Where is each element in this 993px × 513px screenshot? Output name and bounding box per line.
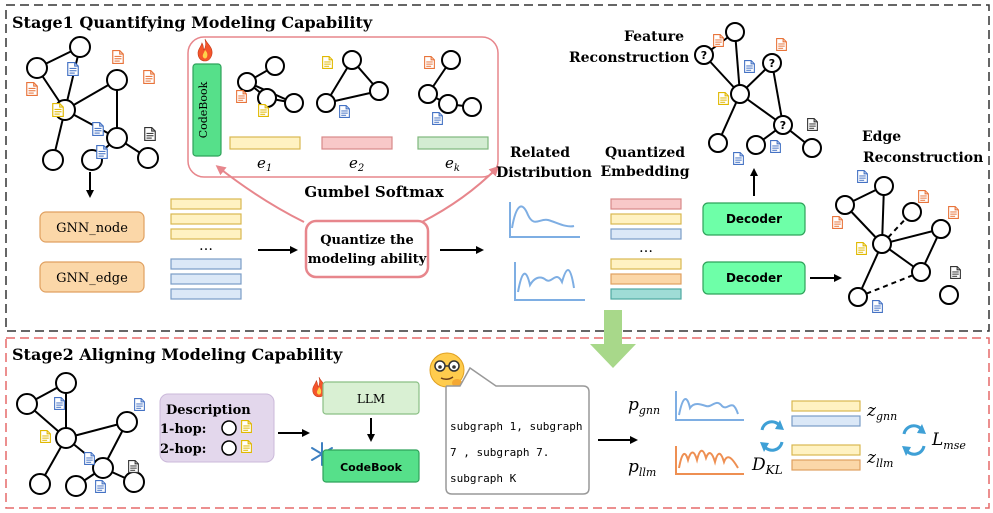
related-line2: Distribution [496, 165, 592, 181]
code-label-ek: ek [445, 154, 460, 174]
feature-recon-graph [703, 31, 813, 149]
hop1-label: 1-hop: [160, 422, 206, 437]
distribution-curve-1 [509, 202, 580, 238]
code-graph-e1 [236, 56, 304, 117]
question-icon-3: ? [780, 119, 786, 132]
quantize-line2: modeling ability [308, 252, 427, 267]
codebook-panel [187, 36, 499, 178]
feature-decoder-label: Decoder [726, 212, 782, 226]
stage2-graph-nodes [16, 372, 145, 497]
edge-decoder-box [702, 261, 806, 295]
code-graph-e2 [316, 50, 389, 118]
z-llm-label: zllm [866, 448, 893, 470]
feature-recon-nodes [694, 22, 822, 158]
related-line1: Related [510, 145, 570, 161]
edge-decoder-label: Decoder [726, 271, 782, 285]
gnn-node-label: GNN_node [56, 221, 128, 236]
description-tokens [221, 420, 252, 456]
stage2-codebook-label: CodeBook [340, 461, 402, 474]
fire-icon [197, 38, 213, 62]
input-graph-nodes [26, 36, 159, 171]
gnn-edge-box [39, 261, 145, 293]
feature-recon-line1: Feature [624, 29, 684, 45]
p-llm-curve [675, 446, 744, 475]
edge-recon-line2: Reconstruction [863, 150, 983, 166]
bubble-line-3: subgraph K [450, 472, 517, 485]
edge-recon-nodes [835, 176, 959, 307]
code-label-e1: e1 [257, 154, 272, 174]
feature-recon-line2: Reconstruction [569, 50, 689, 66]
dkl-cycle-icon [760, 420, 784, 452]
quantize-box [304, 219, 430, 279]
distribution-curve-2 [514, 262, 585, 301]
thinking-face-icon [429, 352, 465, 388]
codebook-label: CodeBook [197, 81, 210, 138]
gnn-edge-label: GNN_edge [56, 271, 128, 286]
dkl-label: DKL [751, 455, 783, 477]
code-vector-ek [417, 136, 489, 150]
bubble-line-2: 7 , subgraph 7. [450, 446, 549, 459]
stage1-frame [5, 4, 990, 332]
stage2-title: Stage2 Aligning Modeling Capability [12, 345, 343, 364]
lmse-cycle-icon [902, 424, 926, 456]
llm-label: LLM [357, 392, 385, 406]
p-gnn-curve [675, 391, 744, 421]
codebook-box [192, 63, 222, 157]
llm-box [322, 381, 420, 415]
embedding-ellipsis: … [199, 238, 213, 254]
gumbel-arrow-left [215, 165, 305, 223]
quantized-line2: Embedding [600, 164, 689, 180]
quantize-line1: Quantize the [320, 233, 414, 248]
z-llm-vectors [791, 444, 861, 471]
p-llm-label: pllm [628, 457, 656, 479]
code-vector-e1 [229, 136, 301, 150]
hop2-label: 2-hop: [160, 442, 206, 457]
gumbel-arrow-right [421, 165, 500, 223]
quantized-ellipsis: … [639, 240, 653, 256]
stage-transition-arrow [590, 310, 636, 368]
gumbel-softmax-label: Gumbel Softmax [304, 183, 444, 201]
stage1-title: Stage1 Quantifying Modeling Capability [12, 13, 373, 32]
question-icon-2: ? [769, 57, 775, 70]
quantized-line1: Quantized [605, 145, 685, 161]
description-title: Description [166, 403, 251, 418]
p-gnn-label: pgnn [628, 395, 660, 417]
gnn-node-box [39, 211, 145, 243]
code-graph-ek [418, 50, 482, 125]
question-icon-1: ? [701, 49, 707, 62]
feature-decoder-box [702, 202, 806, 236]
speech-bubble [445, 366, 590, 495]
quantized-embeddings [610, 198, 682, 300]
code-label-e2: e2 [349, 154, 364, 174]
z-gnn-vectors [791, 400, 861, 427]
edge-recon-line1: Edge [862, 129, 901, 145]
gnn-embeddings [170, 198, 242, 300]
code-vector-e2 [321, 136, 393, 150]
bubble-line-1: subgraph 1, subgraph [450, 420, 582, 433]
stage2-codebook-box [322, 449, 420, 483]
z-gnn-label: zgnn [866, 401, 897, 423]
lmse-label: Lmse [931, 430, 966, 452]
stage2-frame [5, 337, 990, 509]
